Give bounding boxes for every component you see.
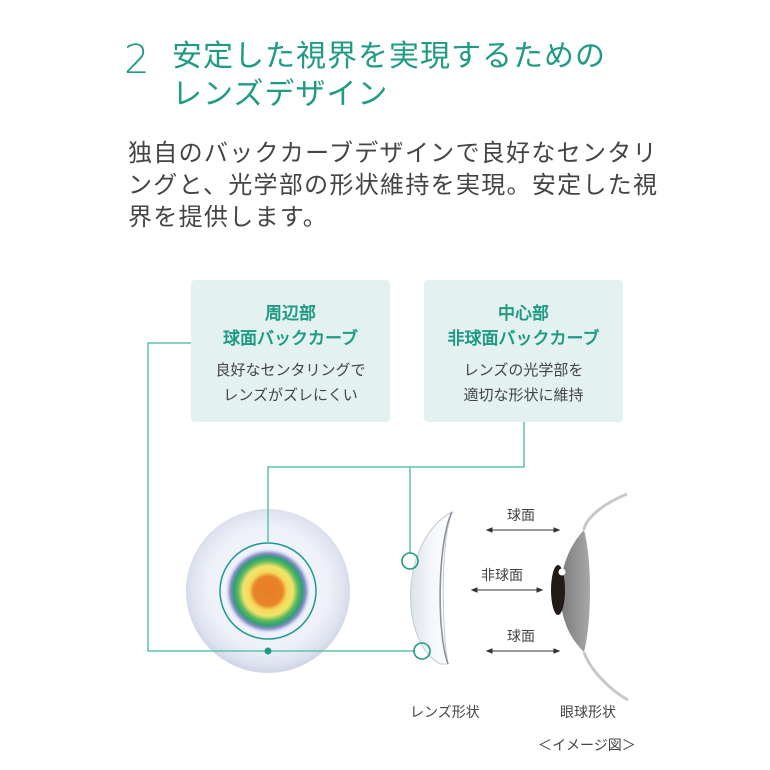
callout-peripheral: 周辺部 球面バックカーブ 良好なセンタリングで レンズがズレにくい [191,280,390,422]
callout-peripheral-desc: 良好なセンタリングで レンズがズレにくい [215,361,366,404]
lens-front-view [186,509,350,673]
connector-lines [147,342,525,652]
arrow-label-spherical-bottom: 球面 [507,629,535,645]
lens-side-view [410,510,453,665]
arrow-label-aspherical: 非球面 [481,568,523,584]
description: 独自のバックカーブデザインで良好なセンタリ ングと、光学部の形状維持を実現。安定… [128,137,668,233]
description-line2: ングと、光学部の形状維持を実現。安定した視 [128,171,659,199]
eye-side-view [551,492,629,702]
section-title-line2: レンズデザイン [172,77,389,112]
section-title-line1: 安定した視界を実現するための [172,39,606,74]
marker-circle-lower [413,642,431,660]
description-line1: 独自のバックカーブデザインで良好なセンタリ [128,139,658,167]
section-number: 2 [124,37,150,83]
callout-peripheral-title: 周辺部 球面バックカーブ [223,304,358,349]
arrow-label-spherical-top: 球面 [507,508,535,524]
callout-center-desc: レンズの光学部を 適切な形状に維持 [463,361,584,404]
arrows [470,527,561,654]
image-note: ＜イメージ図＞ [538,738,636,754]
marker-circle-upper [401,552,419,570]
description-line3: 界を提供します。 [128,203,328,231]
lens-shape-label: レンズ形状 [410,705,480,721]
section-title: 安定した視界を実現するための レンズデザイン [172,38,606,114]
callout-center: 中心部 非球面バックカーブ レンズの光学部を 適切な形状に維持 [424,280,623,422]
marker-dot [264,647,272,655]
callout-center-title: 中心部 非球面バックカーブ [447,304,600,349]
eye-shape-label: 眼球形状 [560,705,616,721]
